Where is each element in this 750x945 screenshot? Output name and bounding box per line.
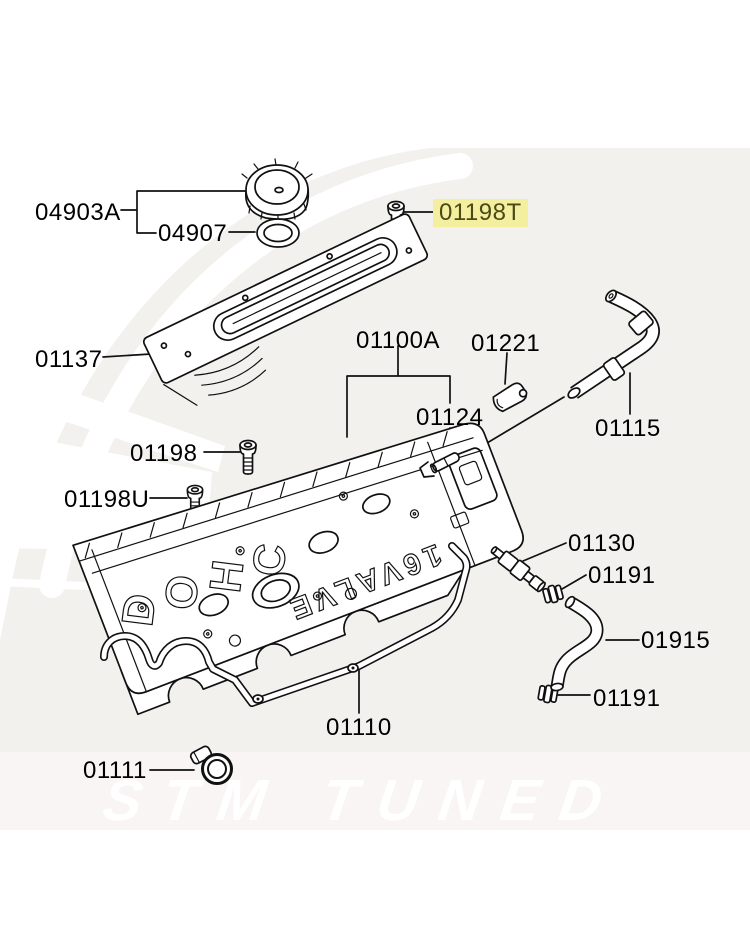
part-label-01191-lower[interactable]: 01191 — [593, 685, 661, 712]
part-label-01198U[interactable]: 01198U — [64, 486, 150, 513]
clip-drawing — [492, 382, 528, 413]
leader-lines — [102, 190, 640, 771]
part-label-01198T-highlighted[interactable]: 01198T — [433, 199, 528, 227]
light-bottom-band — [0, 752, 750, 830]
part-label-01130[interactable]: 01130 — [568, 530, 636, 557]
valve-cover-drawing: DOHC 16VALVE — [72, 422, 524, 716]
stm-tuned-watermark: STM TUNED — [99, 768, 626, 833]
part-label-01191-upper[interactable]: 01191 — [588, 562, 656, 589]
breather-pipe-drawing — [419, 452, 460, 478]
plug-cover-drawing — [142, 213, 429, 406]
part-label-01221[interactable]: 01221 — [471, 330, 541, 357]
part-label-01915[interactable]: 01915 — [641, 627, 711, 654]
clamp-drawing-upper — [542, 584, 564, 604]
part-label-01137[interactable]: 01137 — [35, 346, 103, 373]
gasket-drawing — [100, 542, 471, 707]
pcv-valve-drawing — [490, 546, 546, 593]
hose-drawing-01915 — [550, 595, 604, 692]
part-label-04907[interactable]: 04907 — [158, 220, 228, 247]
oil-cap-drawing — [241, 158, 313, 223]
seal-drawing — [189, 745, 233, 785]
s-band-upper — [0, 366, 225, 472]
part-label-04903A[interactable]: 04903A — [35, 199, 121, 226]
part-label-01111[interactable]: 01111 — [83, 757, 147, 784]
o-ring-drawing — [256, 218, 300, 248]
part-label-01115[interactable]: 01115 — [595, 415, 661, 442]
part-label-01198[interactable]: 01198 — [130, 440, 198, 467]
hose-drawing-01115 — [567, 289, 660, 399]
part-label-01124[interactable]: 01124 — [416, 404, 484, 431]
bolt-01198-drawing — [239, 439, 257, 475]
part-label-01110[interactable]: 01110 — [326, 714, 392, 741]
part-label-01100A[interactable]: 01100A — [356, 327, 440, 354]
